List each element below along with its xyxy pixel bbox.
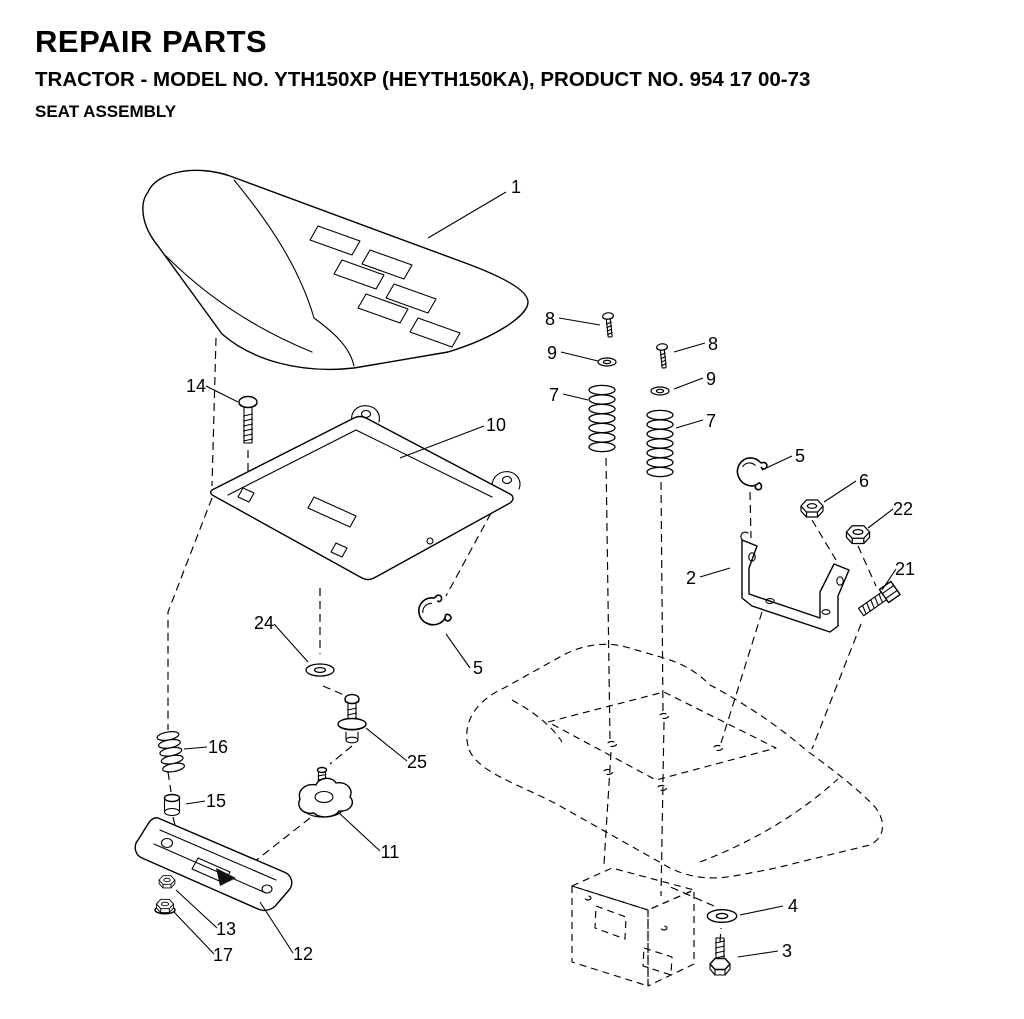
callout-24: 24 [254, 613, 274, 633]
leader-lines [173, 191, 897, 958]
callout-22: 22 [893, 499, 913, 519]
page-title: REPAIR PARTS [35, 24, 268, 59]
retainer-clip-5a [733, 454, 769, 492]
seat-bracket-2 [740, 531, 850, 633]
adjuster-bracket-12 [134, 817, 293, 912]
seat-pan-bracket [210, 405, 521, 581]
spring-7a [588, 384, 616, 453]
spring-16 [155, 729, 186, 774]
seat-vent-slots [309, 225, 461, 348]
callout-8b: 8 [708, 334, 718, 354]
page-header: REPAIR PARTS TRACTOR - MODEL NO. YTH150X… [35, 26, 1008, 122]
spring-7b [646, 409, 674, 478]
locknut-6 [800, 499, 824, 518]
callout-12: 12 [293, 944, 313, 964]
callout-3: 3 [782, 941, 792, 961]
callout-10: 10 [486, 415, 506, 435]
retainer-clip-5b [413, 591, 454, 633]
callout-21: 21 [895, 559, 915, 579]
callout-7b: 7 [706, 411, 716, 431]
spacer-15 [163, 793, 181, 817]
washer-4 [706, 909, 738, 923]
flange-nut-17 [154, 898, 176, 915]
washer-9b [650, 386, 670, 396]
callout-17: 17 [213, 945, 233, 965]
bolt-21 [857, 580, 901, 617]
callout-5a: 5 [795, 446, 805, 466]
fender-mount-holes [602, 712, 724, 792]
callout-8a: 8 [545, 309, 555, 329]
model-subtitle: TRACTOR - MODEL NO. YTH150XP (HEYTH150KA… [35, 68, 811, 91]
fender-pan-outline [466, 643, 884, 879]
callout-15: 15 [206, 791, 226, 811]
washer-9a [597, 357, 617, 367]
callout-11: 11 [381, 842, 400, 862]
assembly-alignment-lines [167, 337, 877, 943]
callout-labels: 1 8 9 7 8 9 7 5 6 22 21 2 14 10 24 5 25 … [186, 177, 915, 965]
callout-6: 6 [859, 471, 869, 491]
callout-9b: 9 [706, 369, 716, 389]
screw-8a [601, 311, 617, 338]
nut-22 [845, 525, 871, 545]
callout-16: 16 [208, 737, 228, 757]
nut-13 [158, 875, 176, 889]
washer-24 [305, 663, 335, 677]
callout-2: 2 [686, 568, 696, 588]
callout-13: 13 [216, 919, 236, 939]
callout-14: 14 [186, 376, 206, 396]
bolt-3 [709, 937, 731, 976]
seat-part [142, 169, 529, 371]
adjust-knob-11 [298, 766, 354, 818]
callout-1: 1 [511, 177, 521, 197]
callout-7a: 7 [549, 385, 559, 405]
shoulder-bolt-25 [337, 693, 367, 744]
chassis-bracket-outline [571, 867, 695, 987]
section-title: SEAT ASSEMBLY [35, 101, 177, 121]
callout-9a: 9 [547, 343, 557, 363]
callout-5b: 5 [473, 658, 483, 678]
screw-8b [655, 342, 671, 369]
callout-4: 4 [788, 896, 798, 916]
callout-25: 25 [407, 752, 427, 772]
carriage-bolt-14 [238, 395, 258, 444]
